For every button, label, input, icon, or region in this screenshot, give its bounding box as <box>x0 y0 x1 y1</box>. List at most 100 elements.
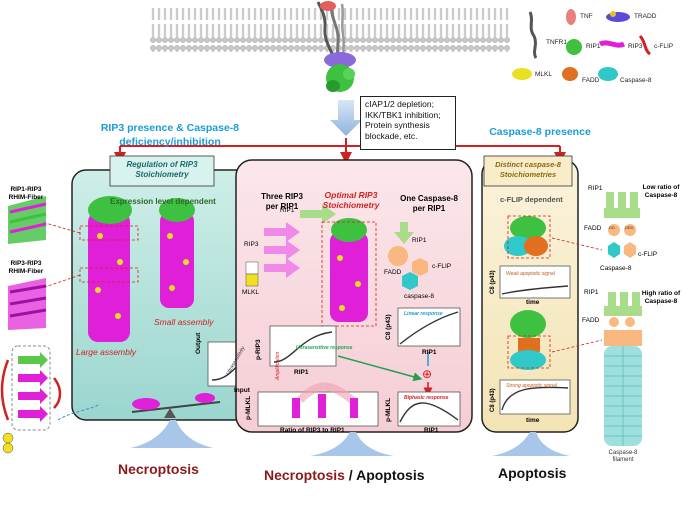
center-graph-ratio <box>257 382 379 427</box>
condition-line: blockade, etc. <box>365 130 418 141</box>
left-header-line2: deficiency/inhibition <box>119 136 221 148</box>
left-title-line1: Regulation of RIP3 <box>126 160 198 169</box>
right-title-line2: Stoichiometries <box>499 170 557 179</box>
right-graph-weak <box>499 265 571 299</box>
right-fadd-a: FADD <box>584 225 602 232</box>
fiber1-label: RIP1-RIP3 RHIM-Fiber <box>0 186 52 202</box>
fiber2-label: RIP3-RIP3 RHIM-Fiber <box>0 260 52 276</box>
seesaw <box>131 393 221 418</box>
center-casp8-complex <box>388 222 428 290</box>
center-rip3-stack <box>245 204 336 287</box>
center-caspase8-label: caspase-8 <box>404 293 434 300</box>
fan-center <box>310 432 394 456</box>
right-rip1-a: RIP1 <box>588 185 603 192</box>
right-graph-strong <box>499 379 571 415</box>
receptor-complex <box>316 1 356 92</box>
center-panel-title: Optimal RIP3 Stoichiometry <box>316 190 386 210</box>
graph2-ylabel: C8 (p43) <box>385 314 392 340</box>
rhim-stack <box>0 345 101 454</box>
combine-symbol: ⊕ <box>422 367 433 381</box>
legend-caspase8: Caspase-8 <box>620 77 652 84</box>
center-assembly <box>321 218 377 327</box>
center-title-line1: Optimal RIP3 <box>324 190 378 200</box>
right-graph1-xlabel: time <box>526 299 540 306</box>
filament-line1: Caspase-8 <box>608 450 638 456</box>
right-caspase8: Caspase-8 <box>600 265 632 272</box>
filament-line2: filament <box>612 457 634 463</box>
condition-line: cIAP1/2 depletion; <box>365 99 434 109</box>
condition-line: IKK/TBK1 inhibition; <box>365 109 441 120</box>
fiber1-line1: RIP1-RIP3 <box>10 186 42 193</box>
small-assembly <box>159 198 195 308</box>
outcome-center-sep: / <box>344 467 357 483</box>
left-graph-ylabel: Output <box>195 332 202 354</box>
large-assembly <box>88 196 132 342</box>
right-subtitle: c-FLIP dependent <box>500 195 563 204</box>
one-casp-line1: One Caspase-8 <box>400 194 458 203</box>
dd-label: DD <box>609 225 615 230</box>
left-graph-arrow-label: Amplification <box>275 351 281 380</box>
fiber-illustrations <box>8 196 47 330</box>
low-ratio-line1: Low ratio of <box>642 184 680 191</box>
right-graph1-curve: Weak apoptotic signal <box>506 271 555 277</box>
fan-left <box>130 420 214 448</box>
condition-line: Protein synthesis <box>365 120 430 130</box>
legend-fadd: FADD <box>582 77 600 84</box>
fiber1-line2: RHIM-Fiber <box>8 194 44 201</box>
center-graph-linear <box>397 307 461 347</box>
high-ratio-line1: High ratio of <box>641 290 681 297</box>
right-header: Caspase-8 presence <box>489 126 591 138</box>
center-cflip-label: c-FLIP <box>432 263 452 270</box>
right-graph1-ylabel: C8 (p43) <box>490 270 496 294</box>
left-title-box <box>109 155 215 187</box>
large-assembly-label: Large assembly <box>76 347 137 357</box>
outcome-necroptosis: Necroptosis <box>118 461 199 477</box>
right-rip1-b: RIP1 <box>584 289 599 296</box>
small-assembly-label: Small assembly <box>154 317 214 327</box>
right-fadd-b: FADD <box>582 317 600 324</box>
legend-cflip: c-FLIP <box>654 43 674 50</box>
left-graph-xlabel: Input <box>234 387 250 394</box>
three-rip3-line1: Three RIP3 <box>261 192 303 201</box>
low-ratio-label: Low ratio of Caspase-8 <box>638 184 684 200</box>
center-rip1-casp-label: RIP1 <box>412 237 427 244</box>
high-ratio-filament <box>604 292 642 446</box>
three-rip3-label: Three RIP3 per RIP1 <box>254 192 310 212</box>
right-title-line1: Distinct caspase-8 <box>495 160 561 169</box>
center-rip3-label: RIP3 <box>244 241 259 248</box>
fiber2-line1: RIP3-RIP3 <box>10 260 42 267</box>
legend-rip1: RIP1 <box>586 43 601 50</box>
outcome-center-a: Necroptosis <box>264 467 345 483</box>
graph1-curve: Ultrasensitive response <box>296 345 353 351</box>
outcome-center: Necroptosis / Apoptosis <box>264 468 425 482</box>
left-header-line1: RIP3 presence & Caspase-8 <box>100 122 240 134</box>
three-rip3-line2: per RIP1 <box>265 202 299 211</box>
graph4-xlabel: RIP1 <box>424 427 439 434</box>
right-panel-title: Distinct caspase-8 Stoichiometries <box>484 160 572 180</box>
low-ratio-stack <box>604 192 640 258</box>
ded-label: DED <box>625 225 634 230</box>
legend-mlkl: MLKL <box>535 71 552 78</box>
graph1-xlabel: RIP1 <box>294 369 309 376</box>
outcome-center-b: Apoptosis <box>356 467 425 483</box>
center-fadd-label: FADD <box>384 269 402 276</box>
graph4-curve: Biphasic response <box>404 395 449 401</box>
right-graph2-xlabel: time <box>526 417 540 424</box>
left-title-line2: Stoichiometry <box>135 170 189 179</box>
center-mlkl-label: MLKL <box>242 289 259 296</box>
right-complex-strong <box>507 310 551 370</box>
right-complex-weak <box>504 215 551 259</box>
one-casp-label: One Caspase-8 per RIP1 <box>396 194 462 214</box>
right-graph2-curve: Strong apoptotic signal <box>506 383 557 389</box>
outcome-apoptosis: Apoptosis <box>498 465 567 481</box>
cell-membrane <box>150 8 510 52</box>
legend-rip3: RIP3 <box>628 43 643 50</box>
left-subtitle: Expression level dependent <box>110 197 216 206</box>
left-panel-title: Regulation of RIP3 Stoichiometry <box>110 160 214 180</box>
left-header: RIP3 presence & Caspase-8 deficiency/inh… <box>70 122 270 148</box>
low-ratio-line2: Caspase-8 <box>644 192 678 199</box>
legend-tradd: TRADD <box>634 13 657 20</box>
center-title-line2: Stoichiometry <box>322 200 380 210</box>
right-cflip: c-FLIP <box>638 251 658 258</box>
